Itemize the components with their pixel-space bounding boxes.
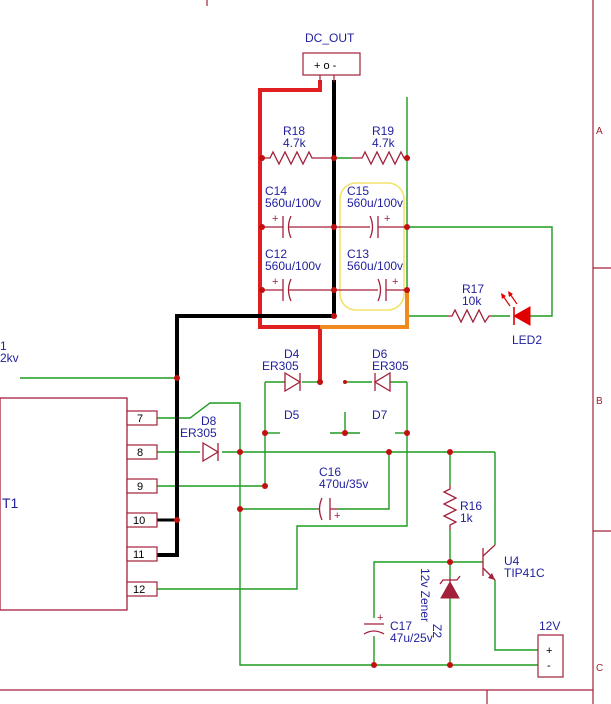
c13-name: C13 [347,247,369,261]
svg-text:+: + [272,213,278,225]
t1-pin-11: 11 [126,546,158,562]
zone-label-c: C [596,663,603,674]
c14-value: 560u/100v [265,196,321,210]
c14-name: C14 [265,184,287,198]
svg-text:+: + [272,276,278,288]
c12-value: 560u/100v [265,259,321,273]
u4-value: TIP41C [504,566,545,580]
c17-symbol: + [363,612,385,635]
red-trace [258,80,322,382]
svg-text:+: + [392,276,398,288]
zone-label-b: B [596,396,603,407]
t1-name: T1 [2,495,19,511]
c12-symbol: + [262,276,334,302]
c17-value: 47u/25v [390,631,433,645]
zener-value: 12v Zener [418,568,432,622]
d6-value: ER305 [372,359,409,373]
c16-symbol: + [318,497,340,522]
c12-name: C12 [265,247,287,261]
t1-pin-9: 9 [126,478,158,494]
u4-name: U4 [504,554,520,568]
zone-label-a: A [596,126,603,137]
dc-out-connector: DC_OUT + o - [302,31,361,82]
c15-name: C15 [347,184,369,198]
r18-symbol [262,150,334,166]
c13-value: 560u/100v [347,259,403,273]
svg-text:+: + [377,612,383,624]
r19-value: 4.7k [372,136,396,150]
c16-value: 470u/35v [319,477,368,491]
t1-pin-12: 12 [126,581,158,597]
r17-symbol [448,308,492,324]
c16-name: C16 [319,465,341,479]
t1-left-label-2: 2kv [0,351,19,365]
r18-name: R18 [283,124,305,138]
d7-name: D7 [372,408,388,422]
transistor-symbol [482,544,496,581]
svg-text:12: 12 [133,584,145,596]
r16-value: 1k [460,511,474,525]
led2-name: LED2 [512,333,542,347]
out-12v-minus: - [547,660,551,672]
orange-trace [320,290,409,329]
r17-name: R17 [462,282,484,296]
d4-name: D4 [284,347,300,361]
d4-symbol [284,371,302,393]
r19-name: R19 [372,124,394,138]
r17-value: 10k [462,294,482,308]
component-bodies: + + + + [202,150,531,635]
highlight-c15-c13 [339,182,405,311]
out-12v-label: 12V [539,619,560,633]
led2-symbol [501,291,531,326]
t1-left-label-1: 1 [0,339,7,353]
t1-pin-8: 8 [126,444,158,460]
d6-symbol [373,371,391,393]
junction-dots [174,155,453,668]
c15-value: 560u/100v [347,196,403,210]
svg-text:9: 9 [137,481,143,493]
r16-name: R16 [460,499,482,513]
black-trace [157,80,336,557]
svg-text:7: 7 [137,413,143,425]
svg-text:11: 11 [133,549,144,561]
svg-text:+: + [334,510,340,522]
out-12v-connector: 12V + - [537,619,564,678]
r19-symbol [352,150,407,166]
highlight-traces [157,80,409,557]
c14-symbol: + [262,213,334,239]
d4-value: ER305 [262,359,299,373]
t1-pin-10: 10 [126,512,158,528]
zener-name: Z2 [430,624,444,638]
svg-text:+: + [384,213,390,225]
dc-out-label: DC_OUT [305,31,355,45]
dc-out-pins: + o - [314,60,337,72]
zener-symbol [439,575,461,599]
d8-value: ER305 [180,426,217,440]
t1-pin-7: 7 [126,410,158,426]
svg-text:8: 8 [137,447,143,459]
svg-text:10: 10 [133,515,145,527]
c17-name: C17 [390,619,412,633]
d8-symbol [202,441,220,463]
transformer-t1: T1 1 2kv 7 8 9 10 11 12 [0,339,158,611]
r18-value: 4.7k [283,136,307,150]
d6-name: D6 [372,347,388,361]
d5-name: D5 [284,408,300,422]
r16-symbol [442,485,458,530]
d8-name: D8 [201,414,217,428]
c13-symbol: + [334,276,407,302]
out-12v-plus: + [546,645,552,657]
c15-symbol: + [334,213,407,239]
component-labels: R18 4.7k R19 4.7k C14 560u/100v C15 560u… [180,124,545,645]
